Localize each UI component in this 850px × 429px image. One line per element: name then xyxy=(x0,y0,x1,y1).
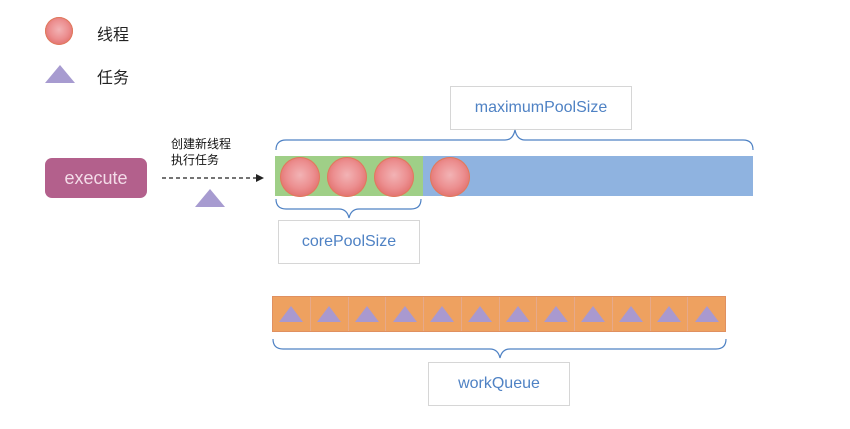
task-legend-label: 任务 xyxy=(97,68,130,87)
arrow-caption-line-2: 执行任务 xyxy=(171,153,220,167)
arrow-caption: 创建新线程 执行任务 xyxy=(171,136,231,168)
queued-task-icon xyxy=(279,306,304,322)
core-pool-size-brace xyxy=(275,198,422,219)
maximum-pool-area xyxy=(423,156,753,196)
queue-slot xyxy=(575,297,613,331)
queued-task-icon xyxy=(430,306,455,322)
maximum-pool-size-label: maximumPoolSize xyxy=(450,86,632,130)
core-pool-size-label: corePoolSize xyxy=(278,220,420,264)
thread-legend-label: 线程 xyxy=(97,25,130,44)
extra-thread xyxy=(430,157,470,197)
core-thread xyxy=(374,157,414,197)
maximum-pool-size-brace xyxy=(275,129,754,151)
queued-task-icon xyxy=(468,306,493,322)
queue-slot xyxy=(424,297,462,331)
queue-slot xyxy=(500,297,538,331)
task-legend-icon xyxy=(45,65,75,83)
task-icon-incoming xyxy=(195,189,225,207)
queue-slot xyxy=(688,297,725,331)
queued-task-icon xyxy=(581,306,606,322)
queue-slot xyxy=(311,297,349,331)
queue-slot xyxy=(537,297,575,331)
work-queue-label: workQueue xyxy=(428,362,570,406)
work-queue xyxy=(272,296,726,332)
work-queue-brace xyxy=(272,338,727,359)
queue-slot xyxy=(613,297,651,331)
arrow-caption-line-1: 创建新线程 xyxy=(171,137,232,151)
queued-task-icon xyxy=(694,306,719,322)
queued-task-icon xyxy=(354,306,379,322)
queue-slot xyxy=(651,297,689,331)
queued-task-icon xyxy=(619,306,644,322)
core-thread xyxy=(280,157,320,197)
queue-slot xyxy=(462,297,500,331)
queued-task-icon xyxy=(317,306,342,322)
thread-legend-icon xyxy=(45,17,73,45)
dashed-arrow xyxy=(162,174,264,182)
queued-task-icon xyxy=(392,306,417,322)
core-thread xyxy=(327,157,367,197)
queue-slot xyxy=(349,297,387,331)
queued-task-icon xyxy=(656,306,681,322)
queue-slot xyxy=(273,297,311,331)
queued-task-icon xyxy=(543,306,568,322)
queued-task-icon xyxy=(505,306,530,322)
execute-button[interactable]: execute xyxy=(45,158,147,198)
queue-slot xyxy=(386,297,424,331)
